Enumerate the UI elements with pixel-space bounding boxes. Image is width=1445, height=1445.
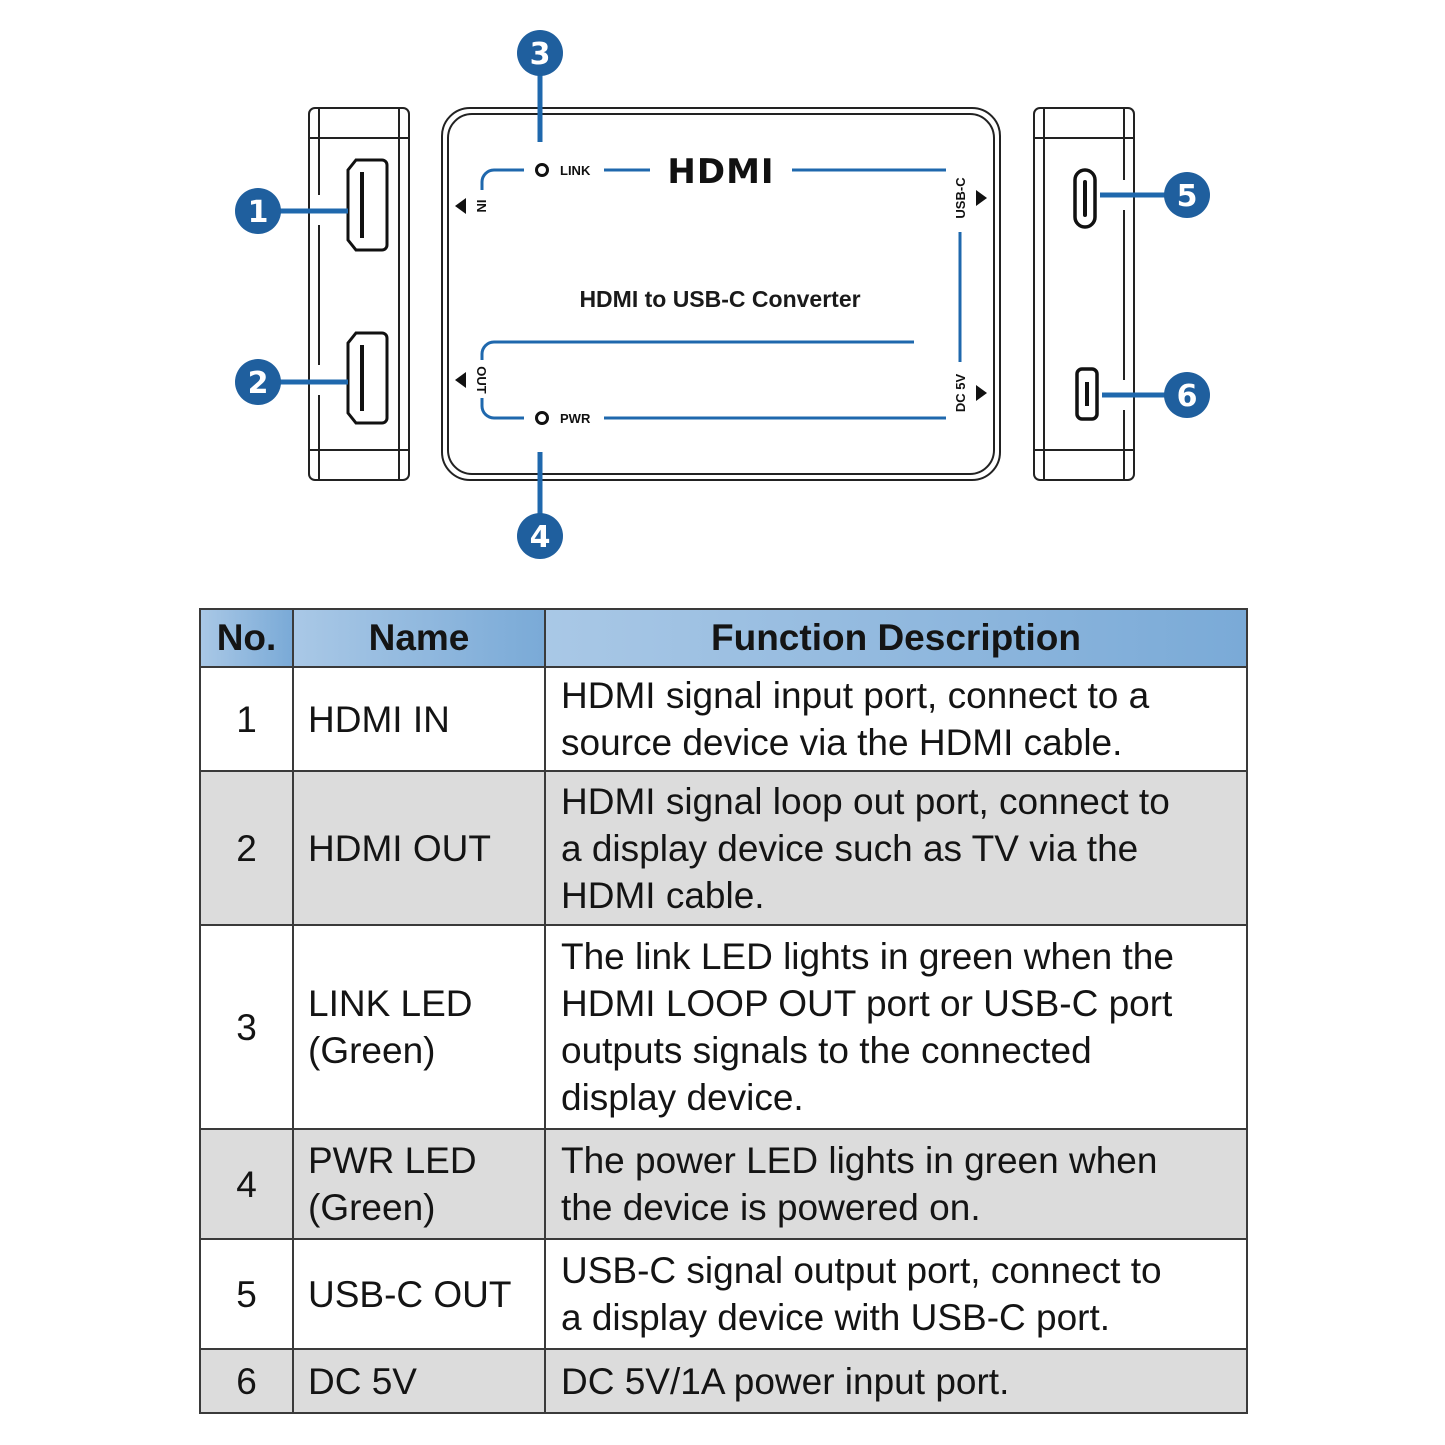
description-line: DC 5V/1A power input port. bbox=[561, 1360, 1010, 1402]
callout-1: 1 bbox=[235, 188, 281, 234]
row-number: 3 bbox=[199, 924, 294, 1130]
dc5v-label: DC 5V bbox=[953, 374, 968, 413]
right-side-panel bbox=[1033, 107, 1135, 481]
name-line: HDMI IN bbox=[308, 698, 450, 740]
callout-4: 4 bbox=[517, 513, 563, 559]
signal-lines bbox=[480, 168, 962, 420]
hdmi-in-port-icon bbox=[346, 158, 389, 252]
row-description: The power LED lights in green when the de… bbox=[544, 1128, 1248, 1240]
row-name: HDMI OUT bbox=[292, 770, 546, 926]
description-line: USB-C signal output port, connect to bbox=[561, 1250, 1162, 1291]
name-line: (Green) bbox=[308, 1030, 436, 1071]
hdmi-logo: HDMI bbox=[667, 152, 774, 192]
row-description: HDMI signal loop out port, connect to a d… bbox=[544, 770, 1248, 926]
row-description: HDMI signal input port, connect to a sour… bbox=[544, 666, 1248, 772]
description-line: the device is powered on. bbox=[561, 1187, 981, 1228]
callout-3: 3 bbox=[517, 30, 563, 76]
callout-2: 2 bbox=[235, 359, 281, 405]
link-led-icon bbox=[535, 163, 549, 177]
hdmi-out-port-icon bbox=[346, 331, 389, 425]
row-number: 5 bbox=[199, 1238, 294, 1350]
device-title: HDMI to USB-C Converter bbox=[579, 286, 860, 312]
svg-text:6: 6 bbox=[1177, 379, 1198, 414]
header-name: Name bbox=[292, 608, 546, 668]
row-number: 1 bbox=[199, 666, 294, 772]
description-line: HDMI signal input port, connect to a bbox=[561, 675, 1150, 716]
callout-6: 6 bbox=[1164, 372, 1210, 418]
out-label: OUT bbox=[474, 366, 489, 394]
name-line: DC 5V bbox=[308, 1360, 417, 1402]
row-number: 2 bbox=[199, 770, 294, 926]
description-line: source device via the HDMI cable. bbox=[561, 722, 1123, 763]
usbc-label: USB-C bbox=[953, 177, 968, 219]
table-row: 5 USB-C OUT USB-C signal output port, conn… bbox=[199, 1238, 1248, 1350]
row-name: PWR LED (Green) bbox=[292, 1128, 546, 1240]
table-header-row: No. Name Function Description bbox=[199, 608, 1248, 668]
in-label: IN bbox=[474, 200, 489, 213]
top-panel bbox=[441, 107, 1001, 481]
row-description: USB-C signal output port, connect to a di… bbox=[544, 1238, 1248, 1350]
out-arrow-icon bbox=[455, 372, 466, 388]
svg-text:1: 1 bbox=[248, 195, 269, 230]
table-row: 6 DC 5V DC 5V/1A power input port. bbox=[199, 1348, 1248, 1414]
in-arrow-icon bbox=[455, 198, 466, 214]
row-name: DC 5V bbox=[292, 1348, 546, 1414]
svg-text:2: 2 bbox=[248, 366, 269, 401]
row-name: USB-C OUT bbox=[292, 1238, 546, 1350]
description-line: a display device such as TV via the bbox=[561, 827, 1139, 869]
table-row: 1 HDMI IN HDMI signal input port, connect … bbox=[199, 666, 1248, 772]
row-name: LINK LED (Green) bbox=[292, 924, 546, 1130]
device-diagram: 1 2 LINK PWR HDMI HDMI to USB-C Converte… bbox=[235, 30, 1210, 559]
left-side-panel bbox=[308, 107, 410, 481]
svg-text:5: 5 bbox=[1177, 179, 1198, 214]
table-row: 3 LINK LED (Green) The link LED lights in g… bbox=[199, 924, 1248, 1130]
usbc-arrow-icon bbox=[976, 190, 987, 206]
row-number: 4 bbox=[199, 1128, 294, 1240]
name-line: LINK LED bbox=[308, 983, 473, 1024]
table-row: 4 PWR LED (Green) The power LED lights in g… bbox=[199, 1128, 1248, 1240]
description-line: outputs signals to the connected bbox=[561, 1030, 1092, 1071]
header-function-description: Function Description bbox=[544, 608, 1248, 668]
name-line: HDMI OUT bbox=[308, 827, 491, 869]
name-line: PWR LED bbox=[308, 1140, 477, 1181]
function-table: No. Name Function Description 1 HDMI IN HD… bbox=[199, 608, 1248, 1414]
description-line: a display device with USB-C port. bbox=[561, 1297, 1111, 1338]
pwr-label: PWR bbox=[560, 411, 591, 426]
svg-text:4: 4 bbox=[530, 520, 551, 555]
callout-5: 5 bbox=[1164, 172, 1210, 218]
svg-text:3: 3 bbox=[530, 37, 551, 72]
description-line: HDMI cable. bbox=[561, 874, 765, 916]
description-line: display device. bbox=[561, 1077, 804, 1118]
dc5v-arrow-icon bbox=[976, 385, 987, 401]
name-line: USB-C OUT bbox=[308, 1273, 512, 1315]
description-line: The link LED lights in green when the bbox=[561, 936, 1174, 977]
row-name: HDMI IN bbox=[292, 666, 546, 772]
pwr-led-icon bbox=[535, 411, 549, 425]
row-number: 6 bbox=[199, 1348, 294, 1414]
description-line: HDMI LOOP OUT port or USB-C port bbox=[561, 983, 1173, 1024]
header-no: No. bbox=[199, 608, 294, 668]
description-line: HDMI signal loop out port, connect to bbox=[561, 780, 1170, 822]
name-line: (Green) bbox=[308, 1187, 436, 1228]
description-line: The power LED lights in green when bbox=[561, 1140, 1158, 1181]
row-description: DC 5V/1A power input port. bbox=[544, 1348, 1248, 1414]
table-row: 2 HDMI OUT HDMI signal loop out port, conn… bbox=[199, 770, 1248, 926]
link-label: LINK bbox=[560, 163, 591, 178]
